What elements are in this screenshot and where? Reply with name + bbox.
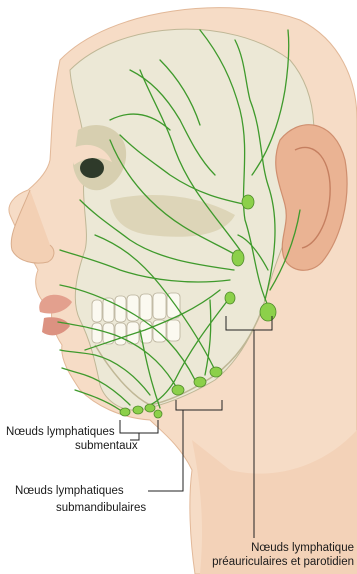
label-submandibular-line2: submandibulaires	[15, 501, 146, 515]
label-submental-line1: Nœuds lymphatiques	[6, 425, 138, 439]
parotid-node	[232, 250, 244, 266]
label-preauricular-line2: préauriculaires et parotidien	[178, 555, 354, 569]
parotid-node	[225, 292, 235, 304]
submandibular-node	[194, 377, 206, 387]
submental-node	[133, 406, 143, 414]
label-submental-line2: submentaux	[6, 439, 138, 453]
parotid-node	[260, 303, 276, 321]
submandibular-node	[172, 385, 184, 395]
label-submental: Nœuds lymphatiques submentaux	[6, 425, 138, 453]
submandibular-node	[210, 367, 222, 377]
submental-node	[145, 404, 155, 412]
submental-node	[154, 410, 162, 418]
label-preauricular: Nœuds lymphatique préauriculaires et par…	[178, 541, 354, 569]
submental-node	[120, 408, 130, 416]
label-submandibular: Nœuds lymphatiques submandibulaires	[15, 484, 146, 515]
label-preauricular-line1: Nœuds lymphatique	[178, 541, 354, 555]
label-submandibular-line1: Nœuds lymphatiques	[15, 484, 146, 498]
preauricular-node	[242, 195, 254, 209]
eye	[80, 158, 104, 178]
